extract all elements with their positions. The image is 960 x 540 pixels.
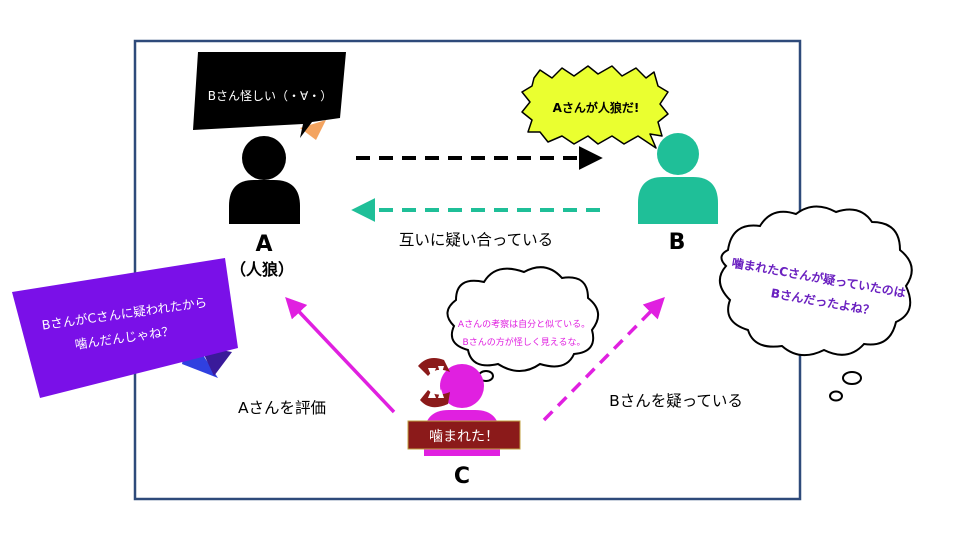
c-eval-a-label: Aさんを評価 (238, 399, 326, 417)
bitten-badge-text: 噛まれた！ (429, 429, 499, 445)
left-ribbon-bubble: BさんがCさんに疑われたから 噛んだんじゃね？ (12, 258, 238, 398)
person-c-name: C (454, 464, 470, 489)
c-cloud-line-1: Aさんの考察は自分と似ている。 (458, 318, 590, 330)
person-a-role: （人狼） (230, 260, 294, 279)
person-a-name: A (255, 232, 272, 257)
person-a-icon (229, 136, 300, 224)
b-shout-text: Aさんが人狼だ! (553, 100, 640, 115)
bitten-badge (407, 420, 521, 450)
monster-mouth-icon (418, 358, 450, 408)
c-doubt-b-label: Bさんを疑っている (609, 392, 743, 410)
person-b-name: B (669, 230, 686, 255)
person-b-icon (638, 133, 718, 224)
arrow-c-to-b (542, 297, 665, 422)
arrow-c-to-a (285, 296, 396, 414)
a-thought-box: Bさん怪しい（・∀・） (193, 52, 346, 140)
c-cloud-line-2: Bさんの方が怪しく見えるな。 (463, 336, 586, 348)
mutual-label: 互いに疑い合っている (399, 231, 553, 249)
right-cloud-bubble: 噛まれたCさんが疑っていたのは Bさんだったよね？ (719, 205, 913, 402)
b-shout-bubble: Aさんが人狼だ! (521, 65, 669, 149)
c-cloud-bubble: Aさんの考察は自分と似ている。 Bさんの方が怪しく見えるな。 (446, 266, 599, 395)
a-thought-text: Bさん怪しい（・∀・） (208, 89, 332, 103)
